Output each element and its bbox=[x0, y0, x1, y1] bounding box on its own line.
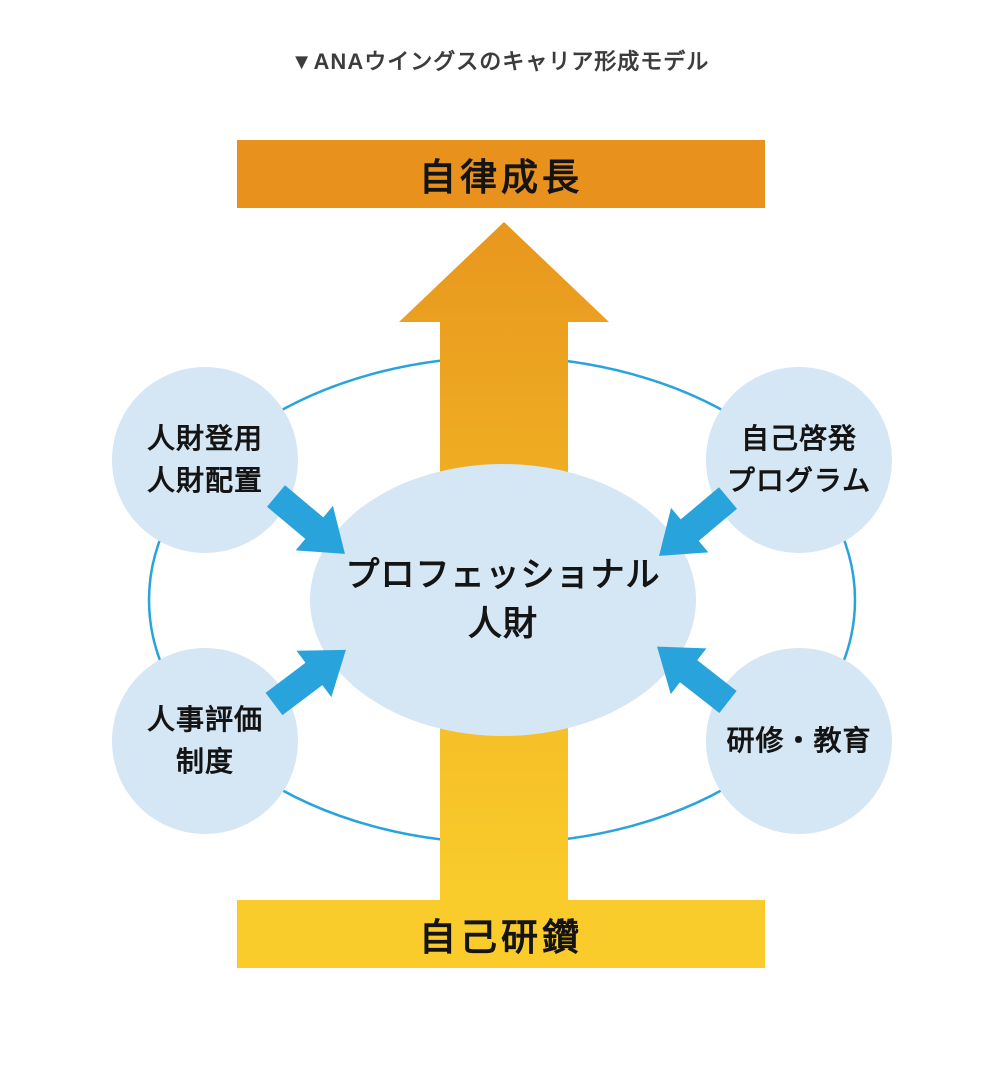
circle-top-right bbox=[706, 367, 892, 553]
circle-label-top-right: 自己啓発 プログラム bbox=[706, 367, 892, 553]
circle-label-bottom-left: 人事評価 制度 bbox=[112, 648, 298, 834]
center-label-line2: 人財 bbox=[468, 605, 538, 643]
circle-tl-line2: 人財配置 bbox=[146, 465, 263, 496]
circle-bl-line2: 制度 bbox=[175, 746, 234, 777]
circle-tr-line2: プログラム bbox=[726, 465, 872, 496]
circle-tl-line1: 人財登用 bbox=[146, 423, 263, 454]
circle-label-top-left: 人財登用 人財配置 bbox=[112, 367, 298, 553]
diagram-title: ▼ANAウイングスのキャリア形成モデル bbox=[290, 49, 710, 74]
banner-autonomous-growth: 自律成長 bbox=[237, 140, 765, 208]
circle-bottom-right bbox=[706, 648, 892, 834]
banner-top-label: 自律成長 bbox=[419, 157, 583, 198]
circle-bottom-left bbox=[112, 648, 298, 834]
circle-bl-line1: 人事評価 bbox=[146, 704, 263, 735]
banner-self-improvement: 自己研鑽 bbox=[237, 900, 765, 968]
center-ellipse-label: プロフェッショナル 人財 bbox=[310, 464, 696, 736]
circle-br-line1: 研修・教育 bbox=[726, 725, 872, 756]
banner-bottom-label: 自己研鑽 bbox=[419, 917, 583, 958]
circle-tr-line1: 自己啓発 bbox=[740, 423, 857, 454]
circle-label-bottom-right: 研修・教育 bbox=[706, 648, 892, 834]
arrow-from-bottom-right-icon bbox=[657, 646, 737, 714]
center-label-line1: プロフェッショナル bbox=[345, 555, 661, 594]
center-ellipse bbox=[310, 464, 696, 736]
arrow-from-top-left-icon bbox=[267, 485, 345, 554]
circle-top-left bbox=[112, 367, 298, 553]
arrow-from-top-right-icon bbox=[659, 487, 737, 556]
arrow-from-bottom-left-icon bbox=[265, 649, 346, 716]
